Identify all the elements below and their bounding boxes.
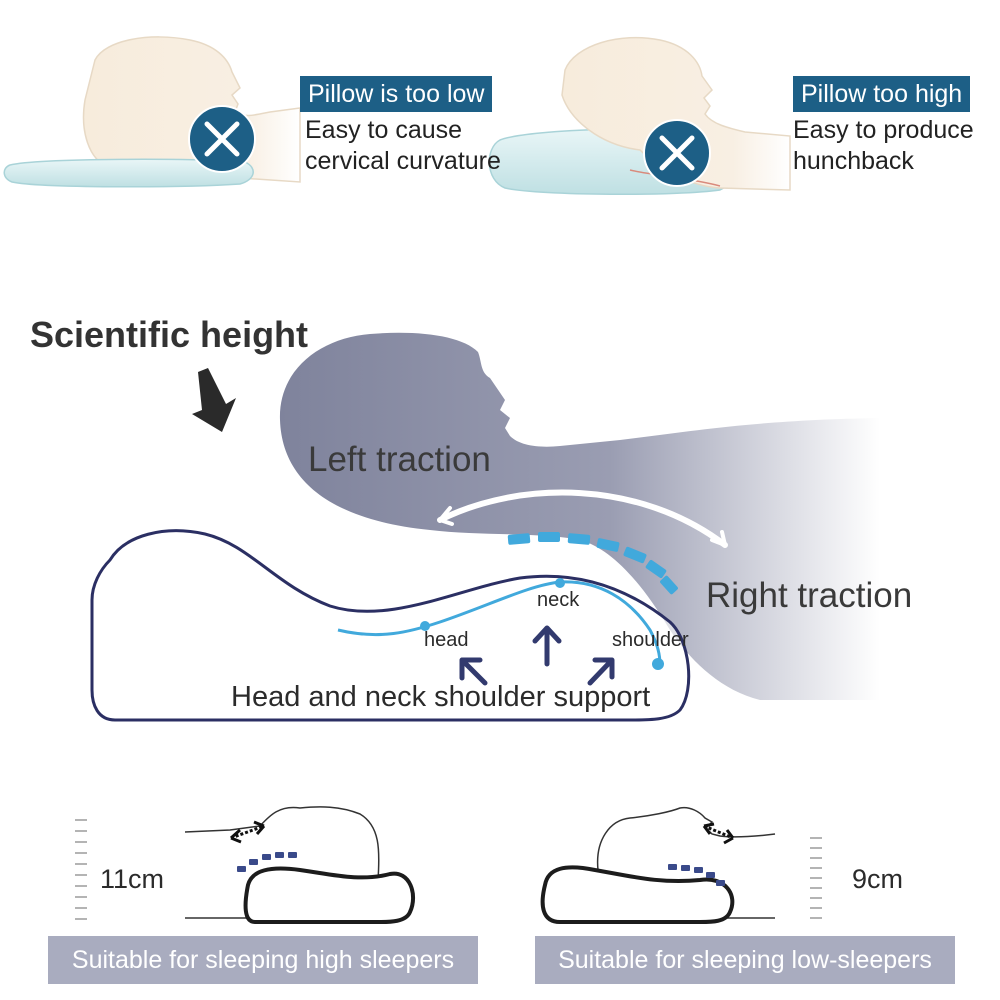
high-x-badge <box>643 119 711 187</box>
support-label: Head and neck shoulder support <box>231 681 651 713</box>
neck-label: neck <box>537 589 580 611</box>
shoulder-point <box>652 658 664 670</box>
head-label: head <box>424 629 469 651</box>
high-head-silhouette <box>561 36 791 191</box>
pillow-too-low-tag: Pillow is too low <box>300 76 493 112</box>
scientific-height-title: Scientific height <box>30 314 309 355</box>
pillow-too-high-tag: Pillow too high <box>793 76 971 112</box>
double-arrow-icon <box>703 824 734 840</box>
high-sleeper-scene <box>184 806 416 924</box>
left-ruler <box>75 819 87 920</box>
double-arrow-icon <box>230 824 265 840</box>
pillow-too-low-desc-2: cervical curvature <box>305 147 501 175</box>
high-sleeper-outline <box>184 806 380 919</box>
contour-pillow-outline <box>90 529 691 722</box>
high-sleepers-label: Suitable for sleeping high sleepers <box>48 936 478 984</box>
spine-curve <box>337 580 662 666</box>
low-x-badge <box>188 105 256 173</box>
right-height-label: 9cm <box>852 864 904 894</box>
scientific-height-scene <box>90 332 880 722</box>
curved-arrow-icon <box>437 489 728 548</box>
pillow-too-high-desc-2: hunchback <box>793 147 914 175</box>
x-mark-icon <box>659 135 695 171</box>
left-height-label: 11cm <box>100 864 165 894</box>
head-point <box>420 621 430 631</box>
x-mark-icon <box>204 121 240 157</box>
low-pillow-scene <box>3 36 301 188</box>
support-arrow-icon <box>587 657 615 686</box>
left-traction-label: Left traction <box>308 440 491 479</box>
low-pillow <box>3 158 254 188</box>
support-arrow-icon <box>459 657 488 686</box>
grey-head-silhouette <box>279 332 880 700</box>
right-traction-label: Right traction <box>706 576 913 615</box>
low-sleeper-scene <box>540 806 776 924</box>
vertebrae <box>507 532 678 595</box>
high-sleeper-pillow <box>243 866 416 924</box>
low-sleeper-pillow <box>540 865 735 924</box>
neck-point <box>555 578 565 588</box>
support-arrows <box>459 625 615 686</box>
down-arrow-icon <box>192 368 236 432</box>
support-arrow-icon <box>532 625 562 667</box>
shoulder-label: shoulder <box>612 629 689 651</box>
right-ruler <box>810 837 822 919</box>
pillow-too-high-desc-1: Easy to produce <box>793 116 974 144</box>
high-pillow-scene <box>488 36 791 196</box>
low-sleepers-label: Suitable for sleeping low-sleepers <box>535 936 955 984</box>
pillow-too-low-desc-1: Easy to cause <box>305 116 463 144</box>
